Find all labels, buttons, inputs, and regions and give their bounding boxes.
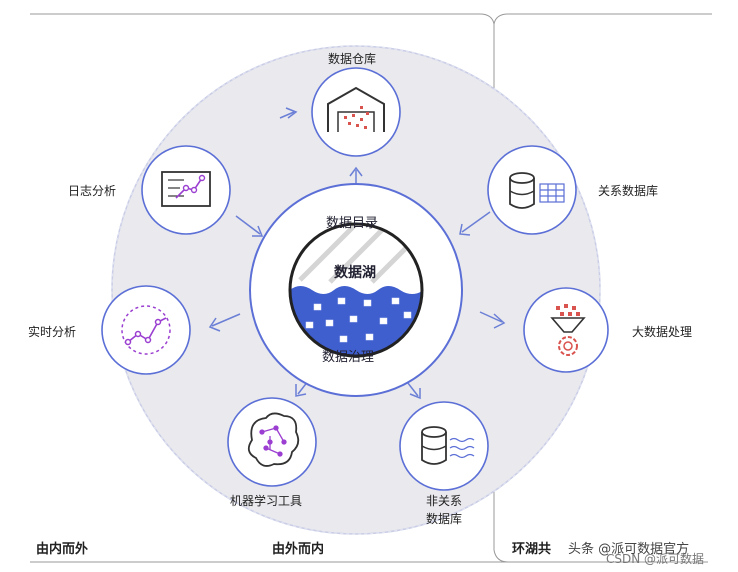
realtime-chart-icon [121,305,171,355]
watermark-main: 头条 @派可数据官方 [568,542,690,557]
label-bigdata: 大数据处理 [632,325,693,339]
nonrel-db-icon [421,426,475,465]
label-outside-in: 由外而内 [272,542,325,557]
dashed-orbit [111,45,601,535]
label-realtime: 实时分析 [28,325,77,339]
center-lake: 数据湖 [334,265,376,281]
center-catalog: 数据目录 [326,216,379,231]
watermark-sub: CSDN @派可数据 [606,552,705,566]
lake-disc [288,222,424,358]
log-analysis-icon [161,171,211,207]
center-governance: 数据治理 [322,350,375,365]
label-warehouse: 数据仓库 [328,52,377,66]
label-ml: 机器学习工具 [230,494,303,508]
label-relational: 关系数据库 [598,184,659,198]
warehouse-icon [327,86,385,132]
label-log: 日志分析 [68,184,117,198]
bigdata-icon [550,304,586,356]
label-around-lake: 环湖共 [512,542,552,557]
ml-brain-icon [247,412,300,467]
label-inside-out: 由内而外 [36,542,89,557]
relational-db-icon [509,172,565,209]
label-nonrel-2: 数据库 [426,512,463,526]
label-nonrel-1: 非关系 [426,494,463,508]
